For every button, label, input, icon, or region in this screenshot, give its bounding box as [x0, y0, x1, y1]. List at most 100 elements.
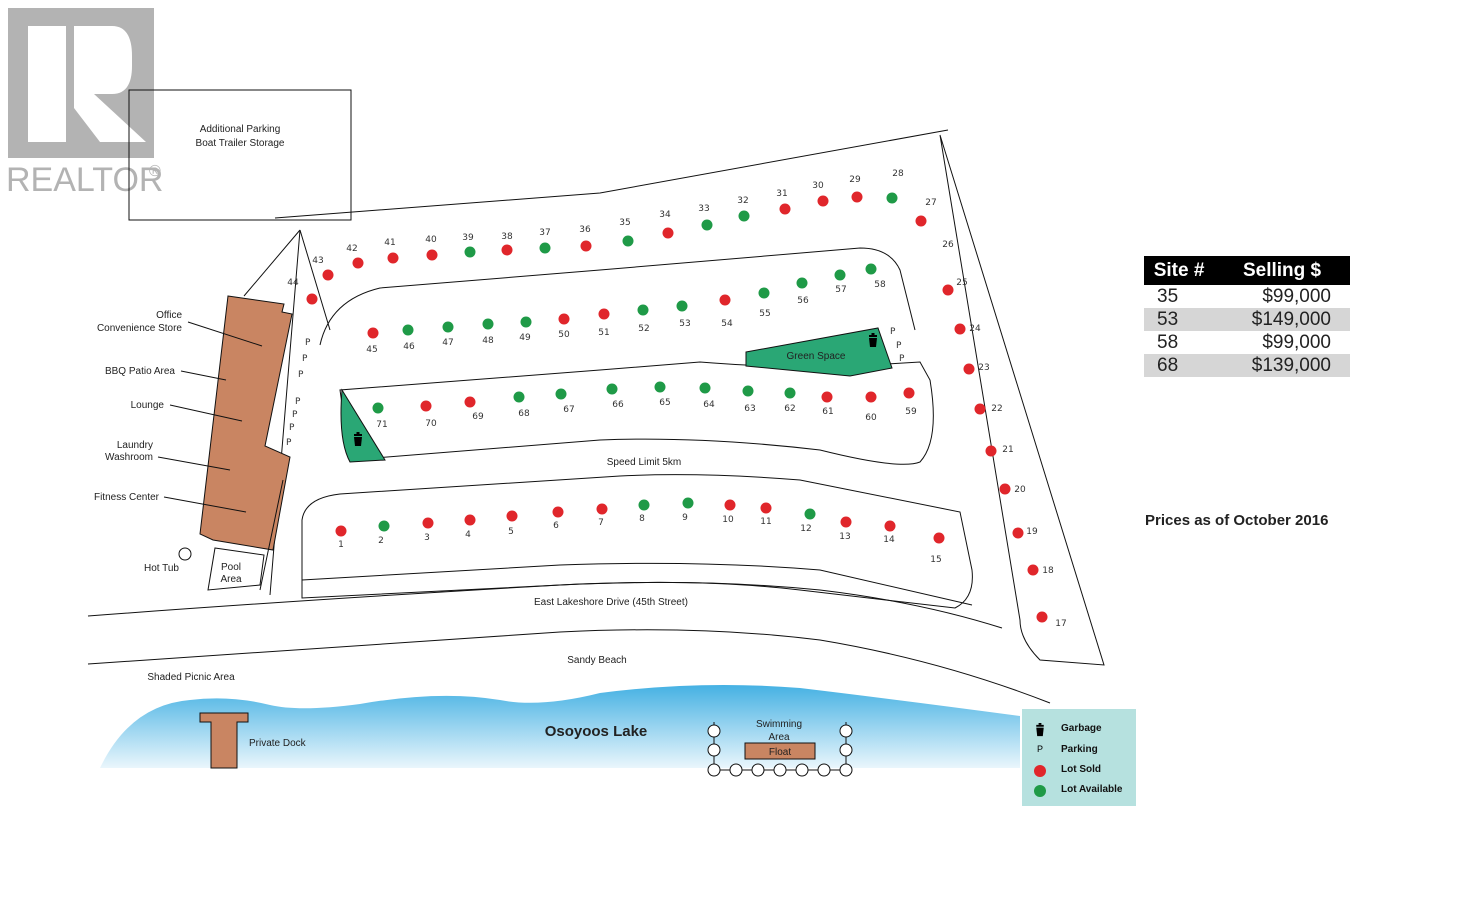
lot-26[interactable]: 26	[942, 240, 954, 250]
lot-sold-dot[interactable]	[322, 269, 334, 281]
lot-42[interactable]: 42	[346, 244, 364, 269]
lot-sold-dot[interactable]	[1012, 527, 1024, 539]
lot-27[interactable]: 27	[915, 198, 937, 227]
lot-sold-dot[interactable]	[1027, 564, 1039, 576]
lot-39[interactable]: 39	[462, 233, 476, 258]
lot-52[interactable]: 52	[637, 304, 650, 335]
lot-sold-dot[interactable]	[306, 293, 318, 305]
lot-29[interactable]: 29	[849, 175, 863, 203]
lot-sold-dot[interactable]	[580, 240, 592, 252]
lot-available-dot[interactable]	[378, 520, 390, 532]
lot-sold-dot[interactable]	[865, 391, 877, 403]
lot-available-dot[interactable]	[622, 235, 634, 247]
lot-available-dot[interactable]	[539, 242, 551, 254]
lot-available-dot[interactable]	[676, 300, 688, 312]
lot-available-dot[interactable]	[796, 277, 808, 289]
lot-64[interactable]: 64	[699, 382, 715, 411]
lot-sold-dot[interactable]	[552, 506, 564, 518]
lot-available-dot[interactable]	[637, 304, 649, 316]
lot-22[interactable]: 22	[974, 403, 1003, 415]
lot-available-dot[interactable]	[865, 263, 877, 275]
lot-available-dot[interactable]	[834, 269, 846, 281]
lot-sold-dot[interactable]	[821, 391, 833, 403]
lot-69[interactable]: 69	[464, 396, 484, 423]
lot-available-dot[interactable]	[442, 321, 454, 333]
lot-14[interactable]: 14	[883, 520, 896, 546]
lot-33[interactable]: 33	[698, 204, 713, 231]
lot-sold-dot[interactable]	[963, 363, 975, 375]
lot-available-dot[interactable]	[482, 318, 494, 330]
lot-sold-dot[interactable]	[335, 525, 347, 537]
lot-sold-dot[interactable]	[884, 520, 896, 532]
lot-48[interactable]: 48	[482, 318, 494, 347]
lot-9[interactable]: 9	[682, 497, 694, 524]
lot-13[interactable]: 13	[839, 516, 852, 543]
lot-51[interactable]: 51	[598, 308, 610, 339]
lot-available-dot[interactable]	[699, 382, 711, 394]
lot-sold-dot[interactable]	[387, 252, 399, 264]
lot-67[interactable]: 67	[555, 388, 575, 416]
lot-sold-dot[interactable]	[558, 313, 570, 325]
lot-34[interactable]: 34	[659, 210, 674, 239]
lot-sold-dot[interactable]	[817, 195, 829, 207]
lot-sold-dot[interactable]	[719, 294, 731, 306]
lot-available-dot[interactable]	[402, 324, 414, 336]
lot-sold-dot[interactable]	[933, 532, 945, 544]
lot-18[interactable]: 18	[1027, 564, 1054, 577]
lot-sold-dot[interactable]	[974, 403, 986, 415]
lot-12[interactable]: 12	[800, 508, 816, 535]
lot-available-dot[interactable]	[738, 210, 750, 222]
lot-available-dot[interactable]	[742, 385, 754, 397]
lot-58[interactable]: 58	[865, 263, 886, 291]
lot-available-dot[interactable]	[654, 381, 666, 393]
lot-30[interactable]: 30	[812, 181, 829, 207]
lot-31[interactable]: 31	[776, 189, 791, 215]
lot-43[interactable]: 43	[312, 256, 334, 281]
lot-46[interactable]: 46	[402, 324, 415, 353]
lot-28[interactable]: 28	[886, 169, 904, 204]
lot-sold-dot[interactable]	[426, 249, 438, 261]
lot-sold-dot[interactable]	[999, 483, 1011, 495]
lot-sold-dot[interactable]	[422, 517, 434, 529]
lot-sold-dot[interactable]	[367, 327, 379, 339]
lot-23[interactable]: 23	[963, 363, 990, 375]
lot-available-dot[interactable]	[555, 388, 567, 400]
lot-35[interactable]: 35	[619, 218, 634, 247]
lot-sold-dot[interactable]	[760, 502, 772, 514]
lot-available-dot[interactable]	[464, 246, 476, 258]
lot-37[interactable]: 37	[539, 228, 551, 254]
lot-available-dot[interactable]	[372, 402, 384, 414]
lot-63[interactable]: 63	[742, 385, 756, 415]
lot-sold-dot[interactable]	[501, 244, 513, 256]
lot-available-dot[interactable]	[638, 499, 650, 511]
lot-25[interactable]: 25	[942, 278, 968, 296]
lot-50[interactable]: 50	[558, 313, 570, 341]
lot-70[interactable]: 70	[420, 400, 437, 430]
lot-available-dot[interactable]	[606, 383, 618, 395]
lot-53[interactable]: 53	[676, 300, 691, 330]
lot-40[interactable]: 40	[425, 235, 438, 261]
lot-sold-dot[interactable]	[662, 227, 674, 239]
lot-sold-dot[interactable]	[464, 396, 476, 408]
lot-55[interactable]: 55	[758, 287, 771, 320]
lot-45[interactable]: 45	[366, 327, 379, 356]
lot-sold-dot[interactable]	[985, 445, 997, 457]
lot-sold-dot[interactable]	[851, 191, 863, 203]
lot-sold-dot[interactable]	[942, 284, 954, 296]
lot-11[interactable]: 11	[760, 502, 772, 528]
lot-54[interactable]: 54	[719, 294, 733, 330]
lot-6[interactable]: 6	[552, 506, 564, 532]
lot-5[interactable]: 5	[506, 510, 518, 538]
lot-68[interactable]: 68	[513, 391, 530, 420]
lot-36[interactable]: 36	[579, 225, 592, 252]
lot-21[interactable]: 21	[985, 445, 1014, 457]
lot-available-dot[interactable]	[886, 192, 898, 204]
lot-60[interactable]: 60	[865, 391, 877, 424]
lot-49[interactable]: 49	[519, 316, 532, 344]
lot-sold-dot[interactable]	[352, 257, 364, 269]
lot-61[interactable]: 61	[821, 391, 834, 418]
lot-47[interactable]: 47	[442, 321, 454, 349]
lot-sold-dot[interactable]	[954, 323, 966, 335]
lot-8[interactable]: 8	[638, 499, 650, 525]
lot-sold-dot[interactable]	[903, 387, 915, 399]
